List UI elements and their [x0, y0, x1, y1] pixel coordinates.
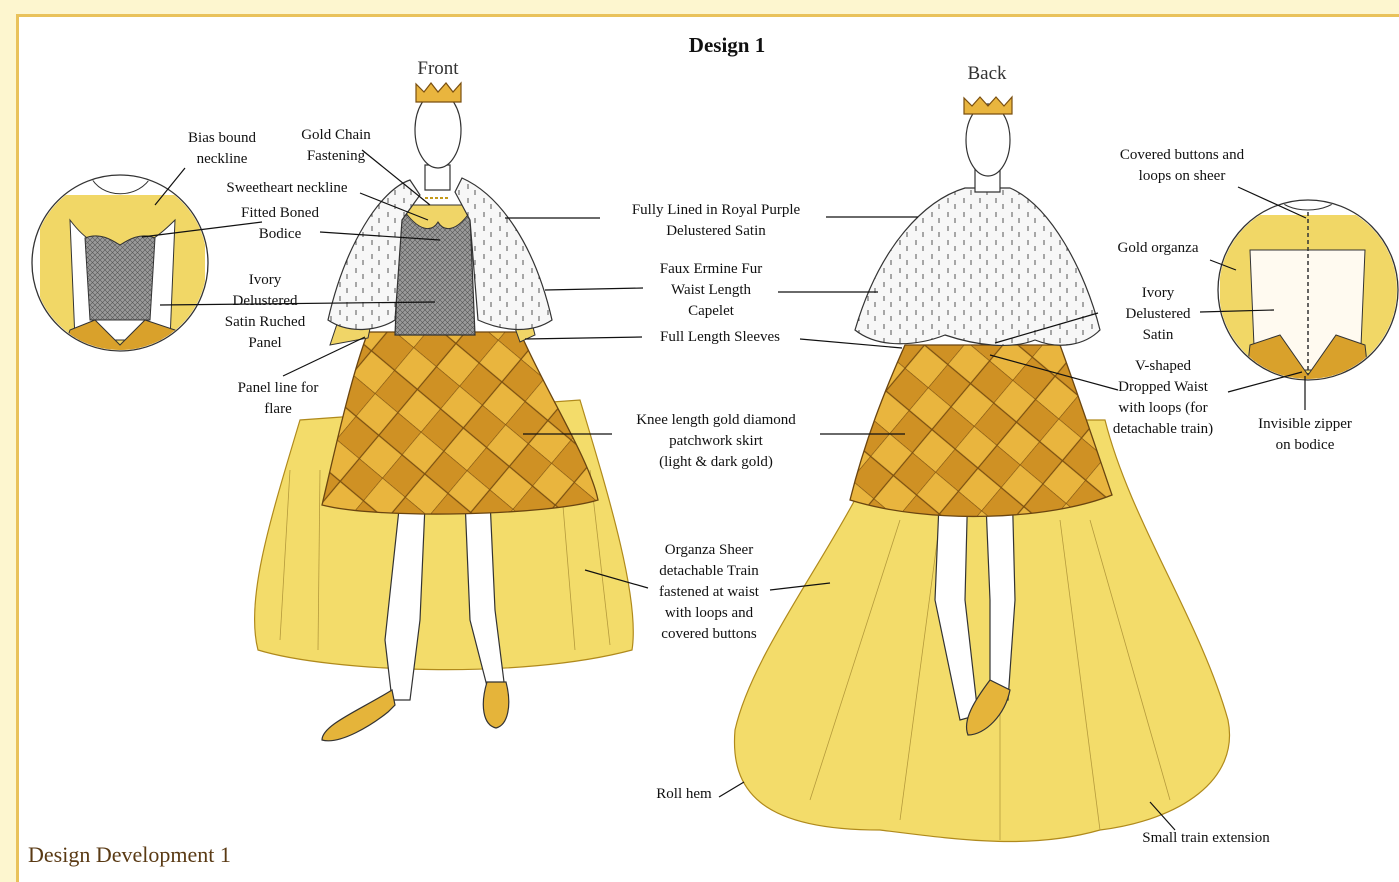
annotation-fitted-boned-bodice: Fitted BonedBodice	[241, 203, 319, 245]
annotation-sweetheart-neckline: Sweetheart neckline	[226, 178, 347, 199]
back-capelet	[855, 188, 1100, 345]
annotation-ivory-delustered-satin: IvoryDelusteredSatin	[1126, 283, 1191, 346]
annotation-gold-organza: Gold organza	[1118, 238, 1199, 259]
back-skirt	[850, 345, 1112, 516]
annotation-panel-line: Panel line forflare	[238, 378, 319, 420]
annotation-ivory-ruched-panel: IvoryDelusteredSatin RuchedPanel	[225, 270, 305, 354]
annotation-bias-bound-neckline: Bias boundneckline	[188, 128, 256, 170]
back-head	[966, 104, 1010, 176]
annotation-gold-chain-fastening: Gold ChainFastening	[301, 125, 371, 167]
front-bodice-detail	[32, 175, 208, 360]
annotation-small-train-extension: Small train extension	[1142, 828, 1269, 849]
annotation-invisible-zipper: Invisible zipperon bodice	[1258, 414, 1352, 456]
back-view-label: Back	[967, 63, 1006, 85]
back-figure	[734, 97, 1229, 842]
front-crown	[416, 83, 461, 102]
front-head	[415, 92, 461, 168]
front-view-label: Front	[417, 58, 458, 80]
annotation-organza-train: Organza Sheerdetachable Trainfastened at…	[659, 540, 759, 645]
design-title: Design 1	[689, 33, 765, 58]
annotation-full-length-sleeves: Full Length Sleeves	[660, 327, 780, 348]
front-shoe-right	[483, 682, 508, 728]
annotation-fully-lined: Fully Lined in Royal PurpleDelustered Sa…	[632, 200, 800, 242]
front-neck	[425, 165, 450, 190]
annotation-knee-length-skirt: Knee length gold diamondpatchwork skirt(…	[636, 410, 796, 473]
back-crown	[964, 97, 1012, 114]
design-development-caption: Design Development 1	[28, 842, 231, 868]
front-bodice	[395, 215, 475, 335]
annotation-covered-buttons: Covered buttons andloops on sheer	[1120, 145, 1244, 187]
annotation-v-shaped-waist: V-shapedDropped Waistwith loops (fordeta…	[1113, 356, 1213, 440]
front-shoe-left	[322, 690, 395, 741]
annotation-faux-ermine-capelet: Faux Ermine FurWaist LengthCapelet	[660, 259, 763, 322]
annotation-roll-hem: Roll hem	[656, 784, 711, 805]
front-skirt	[322, 332, 598, 514]
back-bodice-detail	[1218, 195, 1399, 390]
